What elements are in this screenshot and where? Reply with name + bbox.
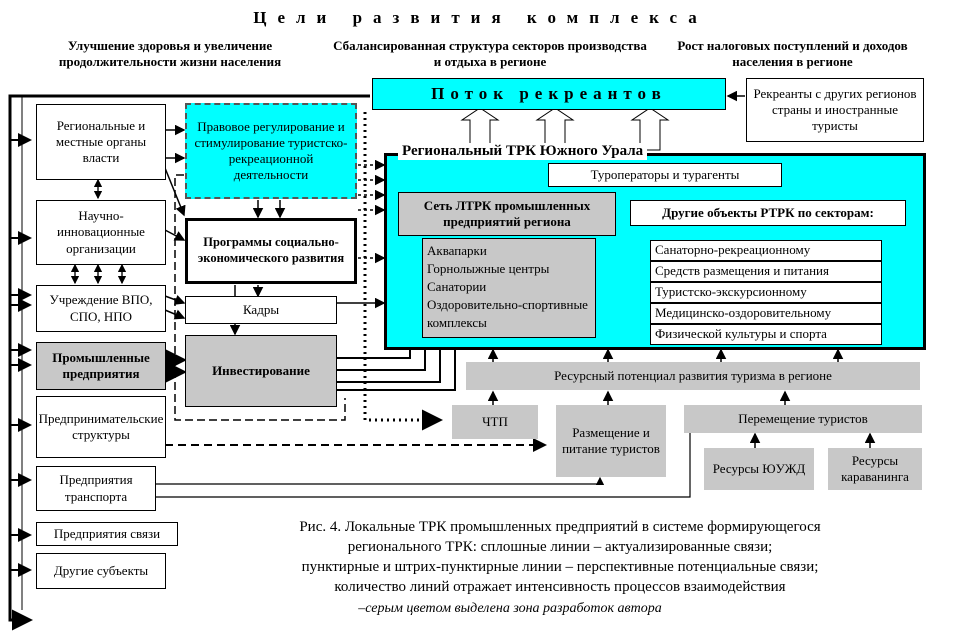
authorities: Региональные и местные органы власти	[36, 104, 166, 180]
ltrk-item: Горнолыжные центры	[427, 261, 550, 276]
ltrk-item: Аквапарки	[427, 243, 487, 258]
tourist-movement: Перемещение туристов	[684, 405, 922, 433]
railway-resources: Ресурсы ЮУЖД	[704, 448, 814, 490]
sector-item: Туристско-экскурсионному	[650, 282, 882, 303]
caravan-resources: Ресурсы караванинга	[828, 448, 922, 490]
ltrk-item: Санатории	[427, 279, 487, 294]
sector-item: Санаторно-рекреационному	[650, 240, 882, 261]
sector-item: Медицинско-оздоровительному	[650, 303, 882, 324]
staff: Кадры	[185, 296, 337, 324]
trk-title: Региональный ТРК Южного Урала	[398, 143, 648, 160]
business-structures: Предпринимательские структуры	[36, 396, 166, 458]
goal-balance: Сбалансированная структура секторов прои…	[333, 38, 647, 70]
ltrk-item: Оздоровительно-спортивные комплексы	[427, 297, 588, 330]
goal-health: Улучшение здоровья и увеличение продолжи…	[58, 38, 282, 70]
transport-enterprises: Предприятия транспорта	[36, 466, 156, 511]
caption-line-5: –серым цветом выделена зона разработок а…	[358, 601, 662, 616]
investment: Инвестирование	[185, 335, 337, 407]
sector-item: Физической культуры и спорта	[650, 324, 882, 345]
sector-item: Средств размещения и питания	[650, 261, 882, 282]
chp: ЧТП	[452, 405, 538, 439]
caption-line-2: регионального ТРК: сплошные линии – акту…	[347, 539, 773, 555]
science-orgs: Научно-инновационные организации	[36, 200, 166, 265]
goal-taxes: Рост налоговых поступлений и доходов нас…	[677, 38, 908, 70]
development-programs: Программы социально-экономического разви…	[185, 218, 357, 284]
caption-line-4: количество линий отражает интенсивность …	[334, 579, 786, 595]
accommodation: Размещение и питание туристов	[556, 405, 666, 477]
caption-line-3: пунктирные и штрих-пунктирные линии – пе…	[301, 559, 819, 575]
education-orgs: Учреждение ВПО, СПО, НПО	[36, 285, 166, 332]
industrial-enterprises: Промышленные предприятия	[36, 342, 166, 390]
communication-enterprises: Предприятия связи	[36, 522, 178, 546]
page-title: Цели развития комплекса	[253, 8, 708, 27]
other-subjects: Другие субъекты	[36, 553, 166, 589]
resource-potential: Ресурсный потенциал развития туризма в р…	[466, 362, 920, 390]
tour-operators: Туроператоры и турагенты	[548, 163, 782, 187]
legal-regulation: Правовое регулирование и стимулирование …	[185, 103, 357, 199]
other-objects-title: Другие объекты РТРК по секторам:	[630, 200, 906, 226]
tourist-flow: Поток рекреантов	[372, 78, 726, 110]
external-tourists: Рекреанты с других регионов страны и ино…	[746, 78, 924, 142]
ltrk-items: Аквапарки Горнолыжные центры Санатории О…	[422, 238, 596, 338]
caption-line-1: Рис. 4. Локальные ТРК промышленных предп…	[299, 519, 821, 535]
ltrk-network: Сеть ЛТРК промышленных предприятий регио…	[398, 192, 616, 236]
